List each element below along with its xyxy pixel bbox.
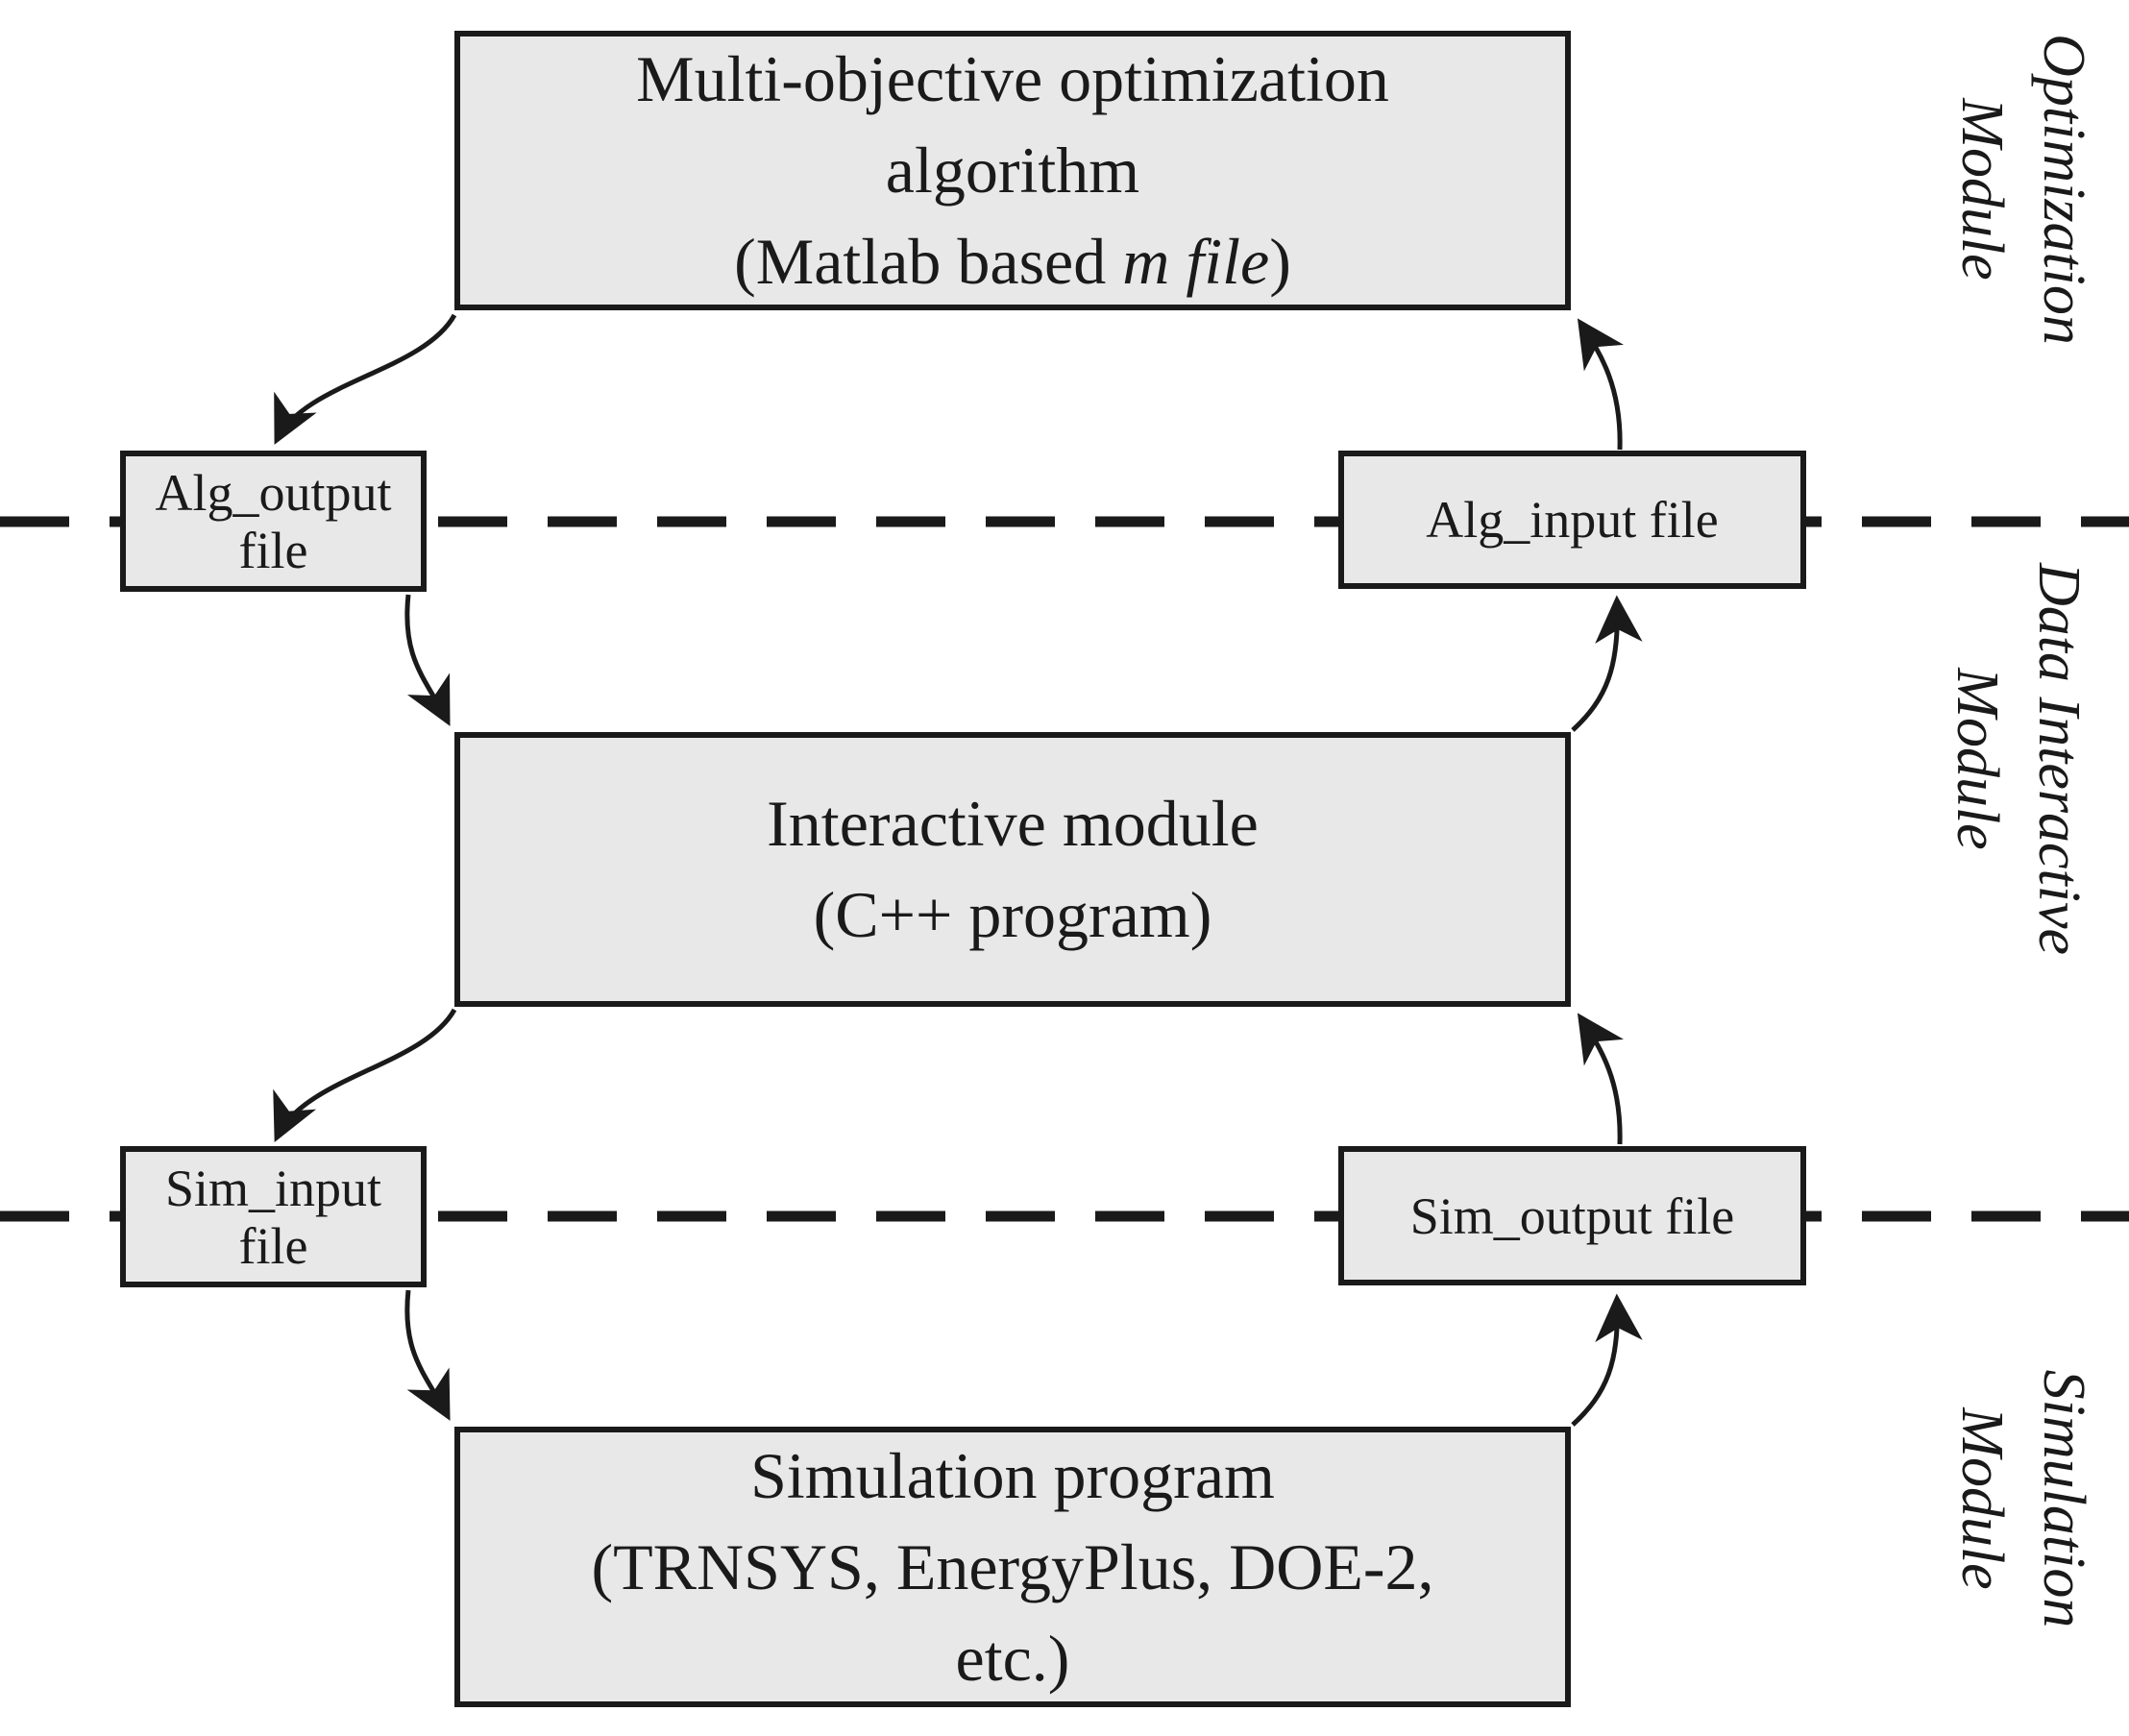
- matlab-based-text: (Matlab based: [734, 225, 1123, 298]
- sim-output-file-label: Sim_output file: [1409, 1186, 1735, 1245]
- alg-input-file-box: Alg_input file: [1338, 451, 1806, 589]
- data-interactive-module-label-line2: Module: [1945, 668, 2010, 850]
- data-interactive-module-label-line1: Data Interactive: [2026, 562, 2092, 956]
- alg-output-file-label: Alg_output file: [155, 463, 392, 579]
- optimization-algorithm-box: Multi-objective optimization algorithm (…: [454, 31, 1571, 310]
- simulation-program-line2: (TRNSYS, EnergyPlus, DOE-2,: [591, 1529, 1434, 1603]
- sim-input-file-label: Sim_input file: [164, 1159, 382, 1275]
- sim-output-file-box: Sim_output file: [1338, 1146, 1806, 1285]
- interactive-module-box: Interactive module (C++ program): [454, 732, 1571, 1007]
- simulation-program-line1: Simulation program: [750, 1438, 1275, 1512]
- optimization-algorithm-line2: algorithm: [885, 134, 1140, 207]
- simulation-module-label-line1: Simulation: [2031, 1369, 2096, 1628]
- close-paren-text: ): [1269, 225, 1291, 298]
- optimization-module-label-line2: Module: [1949, 98, 2015, 281]
- simulation-module-label-line2: Module: [1949, 1407, 2015, 1590]
- optimization-algorithm-line1: Multi-objective optimization: [636, 42, 1389, 115]
- optimization-module-side-label: Optimization Module: [1941, 0, 2104, 439]
- simulation-module-side-label: Simulation Module: [1941, 1249, 2104, 1736]
- optimization-module-label-line1: Optimization: [2031, 34, 2096, 345]
- simulation-program-line3: etc.): [955, 1621, 1070, 1695]
- interactive-module-line1: Interactive module: [767, 787, 1259, 860]
- simulation-program-box: Simulation program (TRNSYS, EnergyPlus, …: [454, 1427, 1571, 1707]
- alg-input-file-label: Alg_input file: [1426, 491, 1719, 549]
- alg-output-file-box: Alg_output file: [120, 451, 427, 592]
- interactive-module-line2: (C++ program): [813, 878, 1212, 951]
- data-interactive-module-side-label: Data Interactive Module: [1936, 452, 2099, 1066]
- sim-input-file-box: Sim_input file: [120, 1146, 427, 1287]
- m-file-italic-text: m file: [1122, 225, 1270, 298]
- optimization-algorithm-line3: (Matlab based m file): [734, 216, 1291, 307]
